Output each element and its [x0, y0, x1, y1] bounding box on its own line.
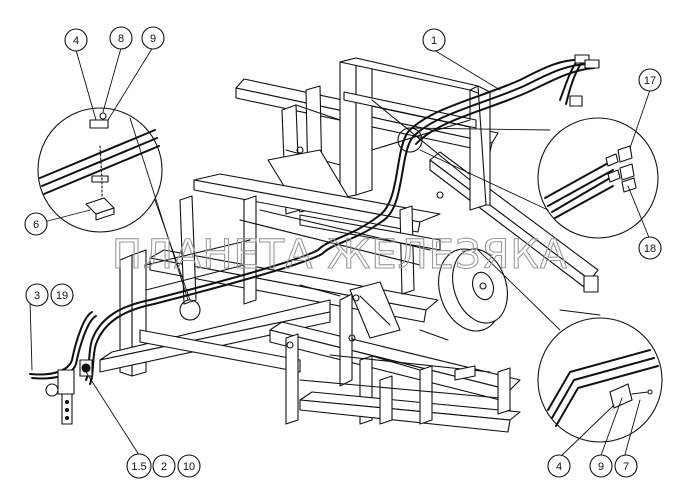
- callout-bubble: [152, 454, 176, 478]
- callout-number: 18: [644, 243, 656, 255]
- callout-c17: 17: [638, 68, 662, 92]
- callout-c8: 8: [109, 26, 133, 50]
- callout-labels: 1 4 8 9 6 3 19 1.5 2 10 17 18 4 9 7: [24, 26, 662, 479]
- callout-number: 9: [150, 33, 156, 45]
- detail-circle-fittings: [537, 117, 659, 239]
- callout-c9a: 9: [141, 26, 165, 50]
- callout-bubble: [422, 28, 446, 52]
- detail-circle-hose-clip: [537, 317, 663, 443]
- callout-c9b: 9: [589, 454, 613, 478]
- callout-number: 1: [431, 35, 437, 47]
- callout-number: 8: [118, 33, 124, 45]
- watermark-text: ПЛАНЕТА ЖЕЛЕЗЯКА: [112, 232, 568, 278]
- callout-bubble: [64, 28, 88, 52]
- callout-c2: 2: [152, 454, 176, 478]
- detail-marker-lower: [179, 299, 201, 321]
- hose-fittings-top: [569, 54, 600, 107]
- callout-number: 7: [623, 461, 629, 473]
- callout-number: 9: [598, 461, 604, 473]
- hitch-assembly: [45, 359, 93, 425]
- callout-bubble: [638, 236, 662, 260]
- callout-bubble: [50, 283, 74, 307]
- callout-bubble: [547, 454, 571, 478]
- callout-bubble: [126, 453, 152, 479]
- wheel: [438, 248, 508, 332]
- callout-number: 2: [161, 461, 167, 473]
- detail-circle-clamp: [37, 107, 163, 233]
- callout-bubble: [141, 26, 165, 50]
- callout-c19: 19: [50, 283, 74, 307]
- callout-number: 17: [644, 75, 656, 87]
- callout-bubble: [177, 454, 201, 478]
- callout-c15: 1.5: [126, 453, 152, 479]
- callout-c3: 3: [25, 283, 49, 307]
- callout-number: 10: [183, 461, 195, 473]
- callout-bubble: [638, 68, 662, 92]
- callout-bubble: [614, 454, 638, 478]
- machine-frame: [99, 57, 599, 433]
- callout-c18: 18: [638, 236, 662, 260]
- callout-number: 4: [556, 461, 562, 473]
- callout-c6: 6: [24, 212, 48, 236]
- callout-c4b: 4: [547, 454, 571, 478]
- leader-lines: [29, 46, 651, 459]
- callout-number: 19: [56, 290, 68, 302]
- callout-number: 1.5: [131, 461, 146, 473]
- callout-number: 4: [73, 35, 79, 47]
- callout-c7: 7: [614, 454, 638, 478]
- callout-c1: 1: [422, 28, 446, 52]
- callout-bubble: [24, 212, 48, 236]
- callout-c10: 10: [177, 454, 201, 478]
- callout-bubble: [25, 283, 49, 307]
- callout-bubble: [109, 26, 133, 50]
- hydraulic-hoses: [29, 58, 595, 385]
- callout-number: 3: [34, 290, 40, 302]
- callout-c4a: 4: [64, 28, 88, 52]
- callout-number: 6: [33, 219, 39, 231]
- callout-bubble: [589, 454, 613, 478]
